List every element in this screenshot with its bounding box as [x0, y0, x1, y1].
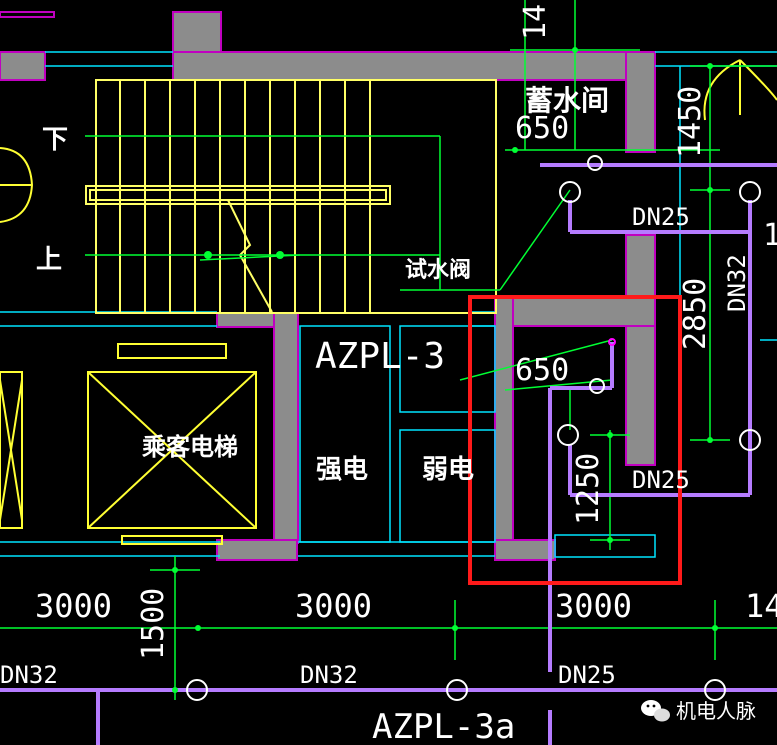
room-outline-a: [399, 325, 496, 413]
shaft-base: [554, 534, 656, 558]
wall-shaft-bottom: [494, 539, 556, 561]
wall-shaft-left: [494, 297, 514, 561]
label-test-valve: 试水阀: [405, 258, 471, 283]
label-weak-power: 弱电: [422, 455, 474, 485]
wall-top: [172, 51, 656, 81]
label-riser-sub: AZPL-3a: [372, 707, 515, 745]
doors: [0, 59, 777, 223]
wall-stub-top: [0, 11, 55, 18]
pipe-label-dn25-top: DN25: [632, 203, 690, 231]
pipe-fittings: [186, 155, 761, 701]
elevator-door: [117, 343, 227, 359]
dim-650-top: 650: [515, 111, 569, 146]
dim-1500: 1500: [136, 588, 171, 660]
pipe-label-dn32-right: DN32: [723, 254, 751, 312]
wall-elevator-right: [273, 312, 299, 544]
dim-14-right: 14: [745, 587, 777, 625]
watermark: 机电人脉: [641, 699, 756, 723]
pipe-label-dn25-mid: DN25: [632, 466, 690, 494]
pipe-label-dn32-center: DN32: [300, 661, 358, 689]
room-outline-b: [399, 429, 496, 543]
wall-shaft-top: [494, 297, 656, 327]
dim-1450: 1450: [673, 86, 708, 158]
dim-3000-left: 3000: [35, 587, 112, 625]
elevator: [0, 343, 257, 545]
stair-handrail: [85, 185, 391, 205]
label-up: 上: [36, 245, 62, 275]
stair: [85, 79, 497, 314]
dim-1-right: 1: [763, 218, 777, 253]
dim-2850: 2850: [678, 278, 713, 350]
wall-right-mid: [625, 234, 656, 466]
dimension-lines: [0, 0, 777, 700]
label-water-room: 蓄水间: [525, 84, 609, 117]
dim-650-mid: 650: [515, 353, 569, 388]
label-elevator: 乘客电梯: [141, 433, 238, 461]
label-riser-main: AZPL-3: [315, 336, 445, 377]
pipes: [0, 163, 777, 745]
stair-break-line: [227, 199, 273, 313]
dim-14-top: 14: [518, 4, 553, 40]
wall-top-left: [0, 51, 46, 81]
label-down: 下: [42, 125, 68, 155]
dim-1250: 1250: [571, 453, 606, 525]
wall-elevator-bottom: [216, 539, 298, 561]
door-right-top: [703, 59, 741, 121]
watermark-text: 机电人脉: [676, 699, 756, 723]
ticks: [172, 47, 718, 693]
pipe-label-dn32-left: DN32: [0, 661, 58, 689]
dim-3000-right: 3000: [555, 587, 632, 625]
dim-3000-mid: 3000: [295, 587, 372, 625]
label-strong-power: 强电: [316, 455, 368, 485]
pipe-label-dn25-bottom: DN25: [558, 661, 616, 689]
wall-right-top: [625, 51, 656, 153]
wechat-icon: [641, 700, 670, 722]
elevator-car: [87, 371, 257, 529]
highlight-box: [468, 295, 682, 585]
